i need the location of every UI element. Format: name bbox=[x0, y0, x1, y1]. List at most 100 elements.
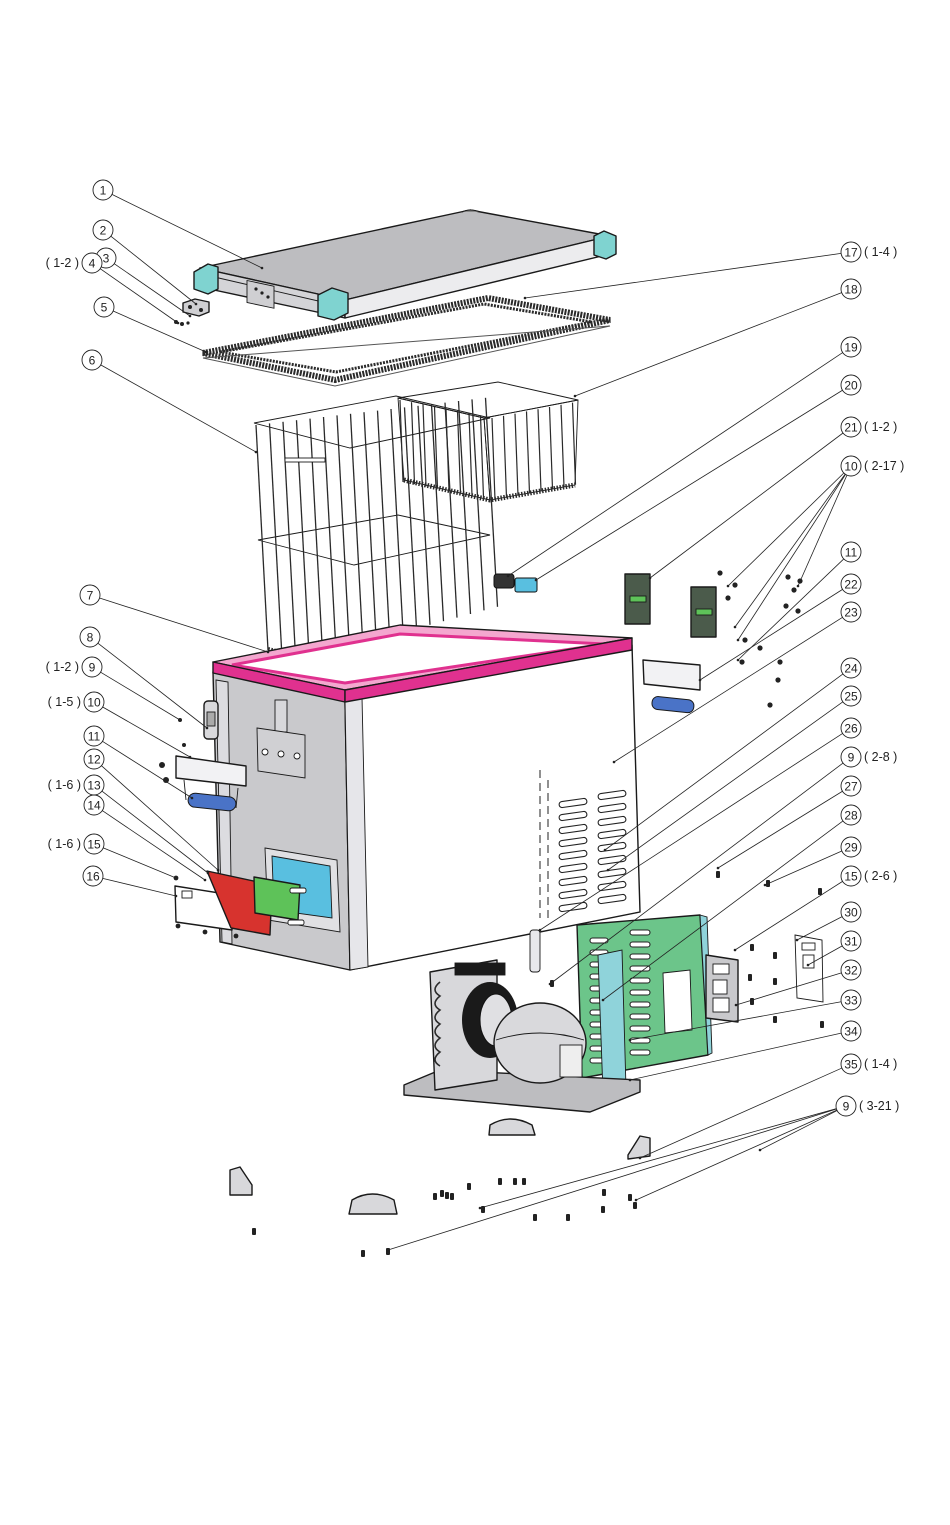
basket-wire bbox=[282, 421, 296, 647]
part-number: 12 bbox=[87, 753, 101, 767]
leader-line bbox=[629, 1032, 842, 1081]
basket-wire bbox=[422, 404, 427, 487]
basket-wire bbox=[349, 413, 364, 639]
basket-wire bbox=[525, 411, 531, 494]
leader-line bbox=[734, 473, 846, 628]
leader-arrowhead bbox=[478, 1206, 482, 1210]
screw-icon bbox=[566, 1214, 570, 1221]
vent-slot bbox=[597, 802, 627, 814]
screw-icon bbox=[775, 677, 781, 683]
leader-line bbox=[110, 235, 197, 305]
basket-wire bbox=[471, 399, 485, 611]
part-number: 7 bbox=[87, 589, 94, 603]
leader-line bbox=[479, 1108, 837, 1209]
leader-arrowhead bbox=[260, 266, 264, 270]
screw-icon bbox=[522, 1178, 526, 1185]
part-number: 29 bbox=[844, 841, 858, 855]
callout-c4: 4( 1-2 ) bbox=[46, 252, 180, 325]
callout-circle bbox=[840, 241, 862, 263]
vent-slot bbox=[629, 1013, 651, 1020]
screw-icon bbox=[252, 1228, 256, 1235]
screw-icon bbox=[795, 608, 801, 614]
screw-icon bbox=[773, 1016, 777, 1023]
callout-circle bbox=[83, 748, 105, 770]
screw-icon bbox=[450, 1193, 454, 1200]
leader-arrowhead bbox=[763, 883, 767, 887]
callout-circle bbox=[840, 930, 862, 952]
basket-wire bbox=[560, 404, 565, 487]
part-number: 26 bbox=[844, 722, 858, 736]
basket-wire bbox=[444, 402, 458, 618]
part-number: 16 bbox=[86, 870, 100, 884]
vent-slot bbox=[558, 888, 588, 900]
leader-arrowhead bbox=[733, 948, 737, 952]
screw-icon bbox=[717, 570, 723, 576]
leader-arrowhead bbox=[573, 394, 577, 398]
callout-c24: 24 bbox=[603, 657, 862, 852]
leader-line bbox=[101, 790, 209, 874]
callout-c23: 23 bbox=[612, 601, 862, 764]
screw-icon bbox=[739, 659, 745, 665]
hinge-assembly bbox=[174, 298, 210, 326]
screw-icon bbox=[628, 1194, 632, 1201]
callout-c26: 26 bbox=[538, 717, 862, 932]
callout-c33: 33 bbox=[628, 989, 862, 1042]
part-quantity: ( 1-4 ) bbox=[864, 1057, 897, 1071]
vent-slot bbox=[629, 1049, 651, 1056]
part-number: 1 bbox=[100, 184, 107, 198]
leader-line bbox=[114, 263, 191, 317]
leader-line bbox=[699, 589, 843, 681]
leader-arrowhead bbox=[386, 1248, 390, 1252]
lid-corner-front-right bbox=[317, 287, 349, 321]
callout-c29: 29 bbox=[763, 836, 862, 887]
callout-circle bbox=[840, 959, 862, 981]
part-quantity: ( 1-5 ) bbox=[48, 695, 81, 709]
leader-arrowhead bbox=[176, 321, 180, 325]
callout-c15b: 15( 2-6 ) bbox=[733, 865, 897, 952]
basket-wire bbox=[433, 406, 439, 489]
basket-wire bbox=[468, 413, 473, 496]
screw-icon bbox=[748, 974, 752, 981]
leader-arrowhead bbox=[606, 868, 610, 872]
callout-c20: 20 bbox=[534, 374, 862, 582]
rear-panel bbox=[576, 914, 713, 1094]
leader-arrowhead bbox=[506, 574, 510, 578]
vent-slot bbox=[597, 789, 627, 801]
screw-icon bbox=[725, 595, 731, 601]
callout-c22: 22 bbox=[698, 573, 862, 682]
callout-c17: 17( 1-4 ) bbox=[523, 241, 897, 300]
leader-line bbox=[796, 916, 843, 941]
callout-c27: 27 bbox=[716, 775, 862, 870]
callout-circle bbox=[840, 374, 862, 396]
basket-wire bbox=[514, 413, 519, 496]
leader-arrowhead bbox=[174, 876, 178, 880]
callout-circle bbox=[83, 833, 105, 855]
leader-line bbox=[737, 474, 846, 641]
leader-arrowhead bbox=[188, 755, 192, 759]
part-quantity: ( 2-17 ) bbox=[864, 459, 904, 473]
callout-c35: 35( 1-4 ) bbox=[638, 1053, 897, 1160]
callout-circle bbox=[83, 725, 105, 747]
leader-arrowhead bbox=[216, 868, 220, 872]
callout-c19: 19 bbox=[506, 336, 862, 578]
callout-circle bbox=[79, 584, 101, 606]
callout-c8: 8 bbox=[79, 626, 209, 730]
part-number: 34 bbox=[844, 1025, 858, 1039]
part-number: 20 bbox=[844, 379, 858, 393]
leader-arrowhead bbox=[698, 678, 702, 682]
leader-line bbox=[535, 389, 843, 581]
screw-icon bbox=[498, 1178, 502, 1185]
leader-arrowhead bbox=[736, 658, 740, 662]
leader-arrowhead bbox=[174, 894, 178, 898]
leader-arrowhead bbox=[204, 350, 208, 354]
screw-icon bbox=[767, 702, 773, 708]
screw-icon bbox=[433, 1193, 437, 1200]
leader-arrowhead bbox=[190, 796, 194, 800]
screw-icon bbox=[533, 1214, 537, 1221]
callout-circle bbox=[840, 746, 862, 768]
leader-line bbox=[759, 1110, 838, 1151]
callout-circle bbox=[835, 1095, 857, 1117]
leader-line bbox=[112, 310, 207, 353]
door-gasket bbox=[202, 294, 611, 387]
leader-arrowhead bbox=[548, 982, 552, 986]
